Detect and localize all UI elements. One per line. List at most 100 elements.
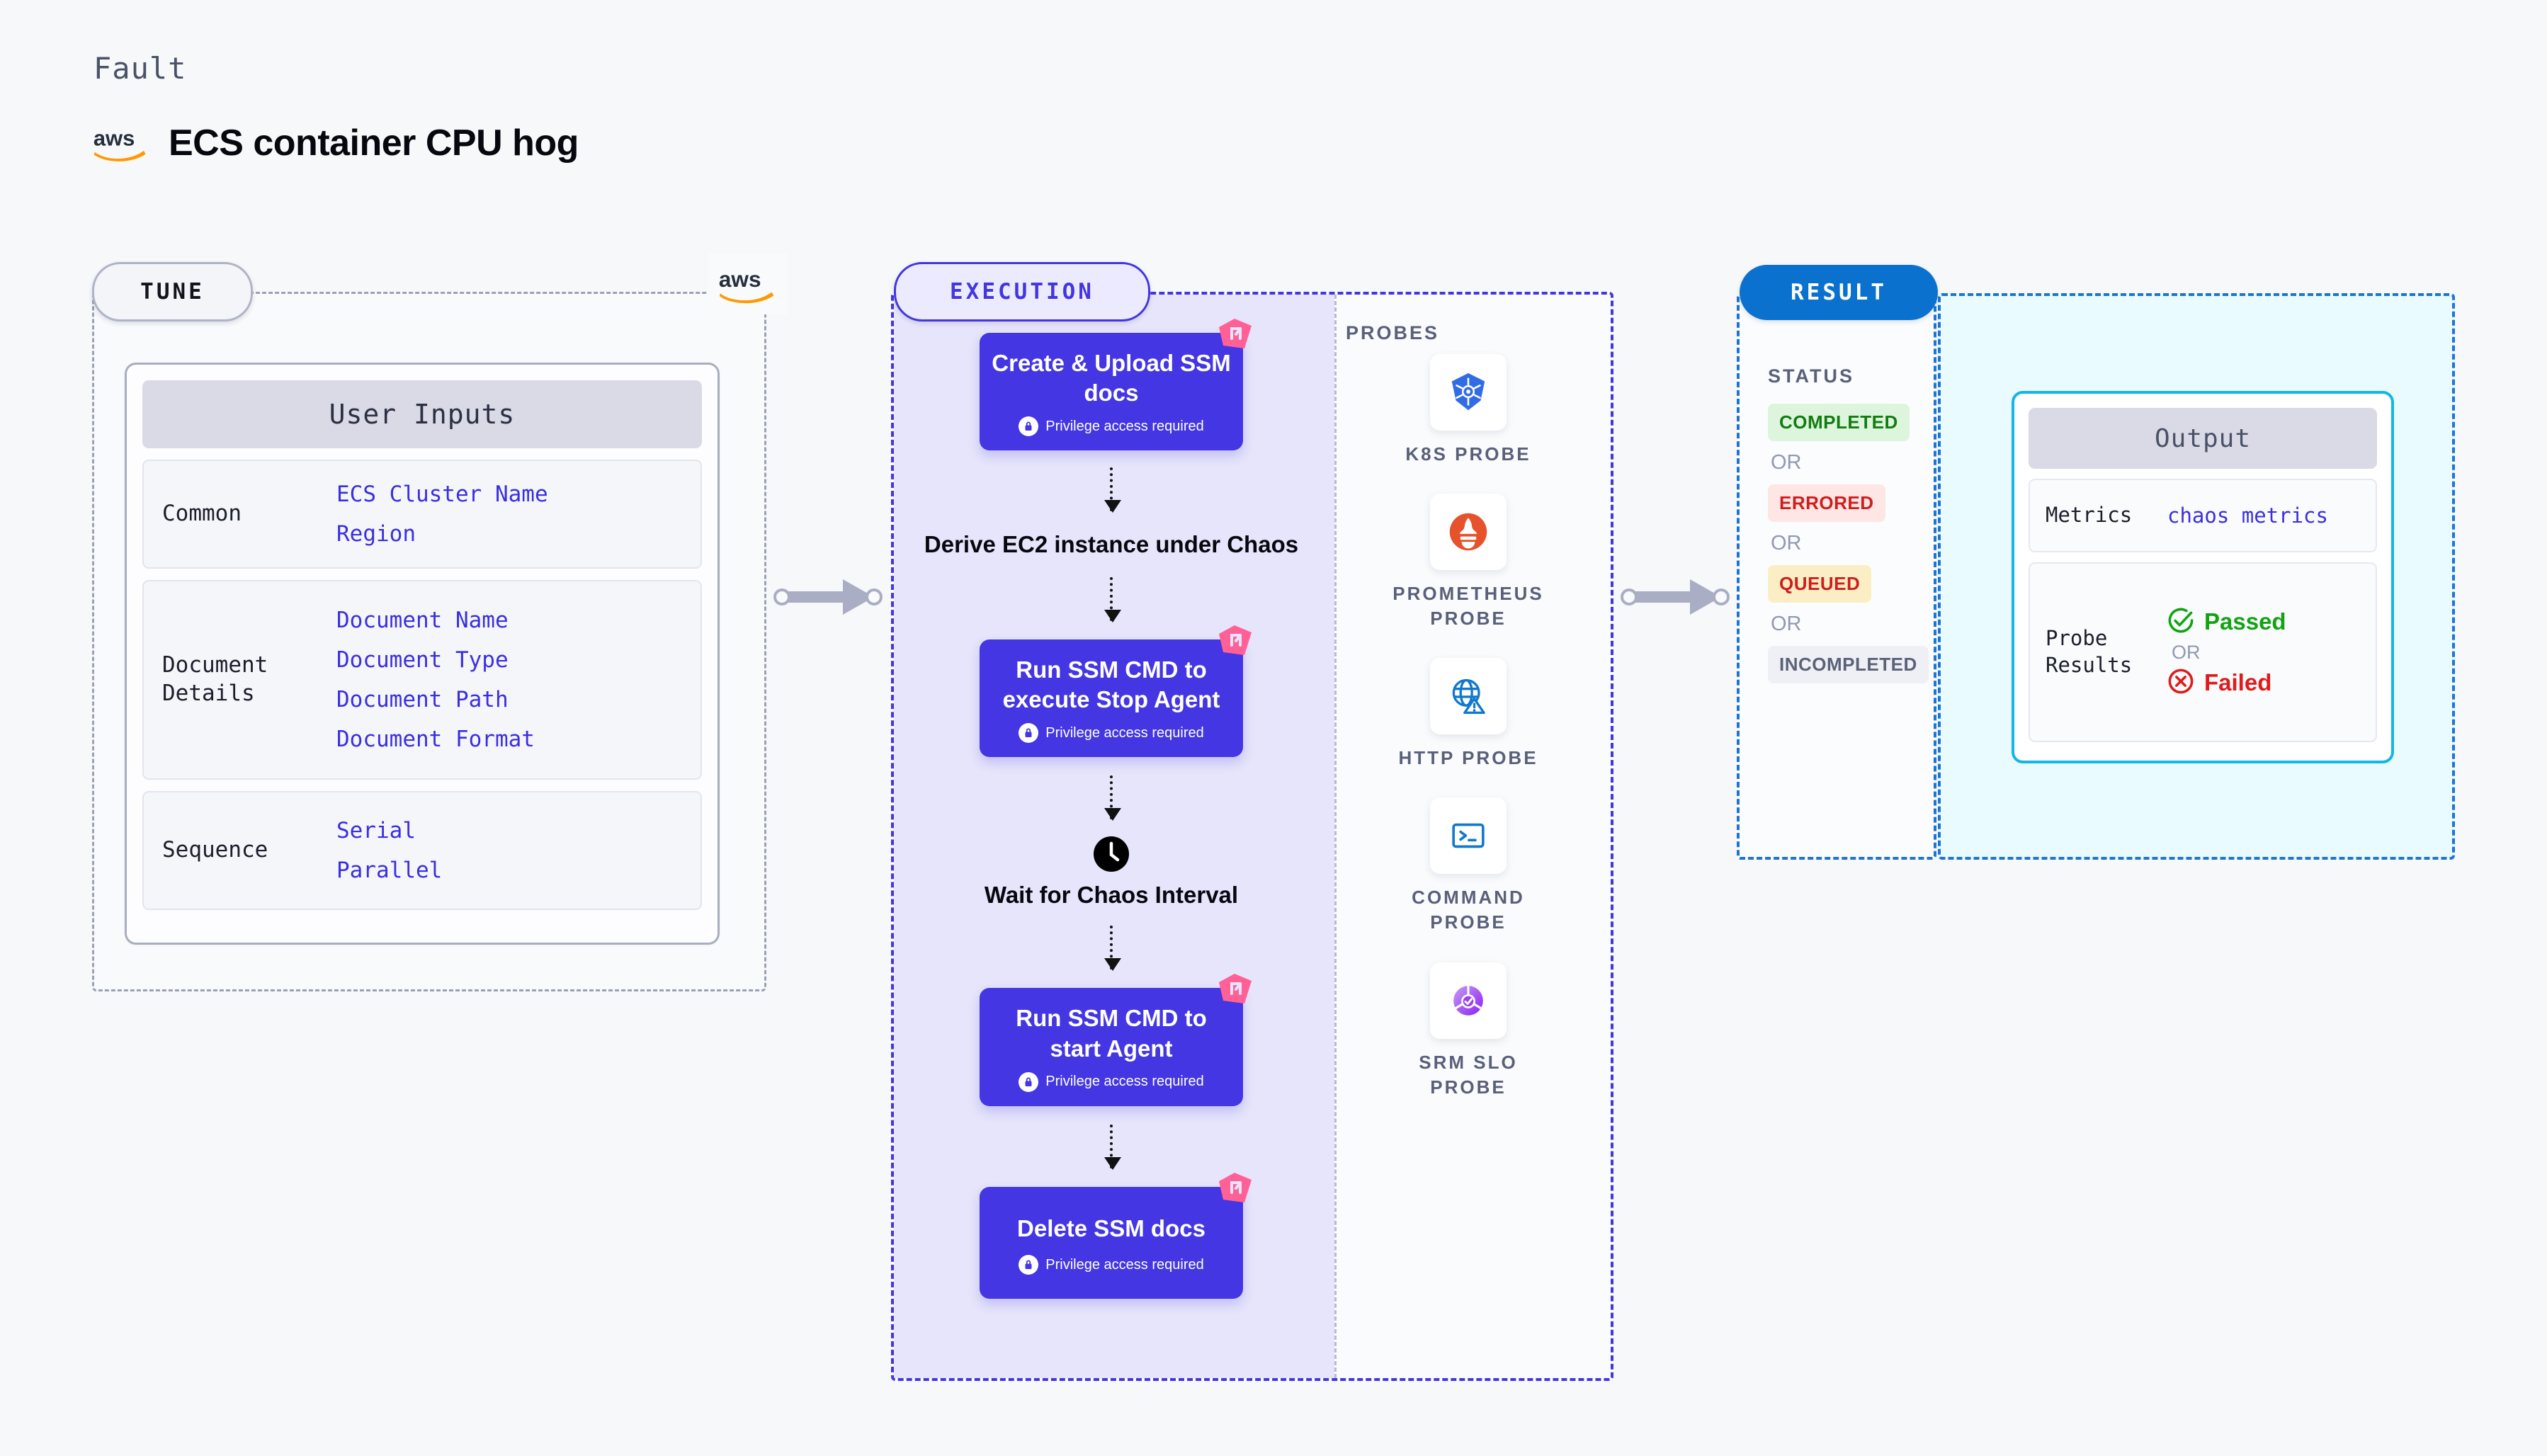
input-group-values: ECS Cluster Name Region xyxy=(336,482,548,547)
result-badge: RESULT xyxy=(1740,265,1938,320)
kubernetes-icon xyxy=(1429,354,1507,431)
connector-execution-to-result xyxy=(1621,579,1741,615)
probe-label: COMMAND PROBE xyxy=(1412,887,1525,933)
prometheus-icon xyxy=(1430,494,1507,571)
input-field-document-name[interactable]: Document Name xyxy=(336,608,509,633)
connector-tune-to-execution xyxy=(773,579,894,615)
flow-arrow xyxy=(1104,576,1121,622)
user-inputs-title: User Inputs xyxy=(142,380,702,448)
status-or-label: OR xyxy=(1771,532,1802,554)
input-field-region[interactable]: Region xyxy=(336,521,416,547)
step-title: Delete SSM docs xyxy=(1017,1215,1206,1241)
flow-arrow xyxy=(1104,775,1121,821)
status-badge-queued: QUEUED xyxy=(1768,565,1872,603)
output-metrics-value[interactable]: chaos metrics xyxy=(2167,504,2328,528)
execution-step-flow: Create & Upload SSM docs Privilege acces… xyxy=(919,319,1303,1299)
step-privilege-note: Privilege access required xyxy=(989,1255,1233,1275)
input-group-label: Sequence xyxy=(162,837,268,863)
probe-result-passed: Passed xyxy=(2167,607,2286,637)
cross-circle-icon xyxy=(2167,668,2194,698)
step-title: Wait for Chaos Interval xyxy=(984,882,1239,909)
probe-prometheus[interactable]: PROMETHEUS PROBE xyxy=(1390,494,1546,631)
svg-text:aws: aws xyxy=(93,126,135,151)
harness-flag-icon xyxy=(1216,972,1253,1008)
step-privilege-note: Privilege access required xyxy=(989,723,1233,744)
step-derive-ec2-instance: Derive EC2 instance under Chaos xyxy=(924,531,1299,558)
input-group-label: Document Details xyxy=(162,652,268,706)
probe-result-failed: Failed xyxy=(2167,668,2286,698)
probe-http[interactable]: HTTP PROBE xyxy=(1398,658,1538,770)
input-field-document-type[interactable]: Document Type xyxy=(336,647,509,673)
lock-icon xyxy=(1019,723,1039,744)
input-group-values: Document Name Document Type Document Pat… xyxy=(336,608,535,752)
input-group-label: Common xyxy=(162,501,242,527)
input-option-serial[interactable]: Serial xyxy=(336,818,416,843)
probe-result-failed-label: Failed xyxy=(2204,669,2272,695)
probe-srm-slo[interactable]: SRM SLO PROBE xyxy=(1390,962,1546,1100)
step-run-ssm-cmd-stop-agent[interactable]: Run SSM CMD to execute Stop Agent Privil… xyxy=(980,625,1252,758)
status-badge-incompleted: INCOMPLETED xyxy=(1768,646,1929,683)
slo-donut-icon xyxy=(1430,962,1507,1039)
input-field-document-path[interactable]: Document Path xyxy=(336,687,509,712)
step-wait-for-chaos-interval: Wait for Chaos Interval xyxy=(985,835,1238,910)
input-option-parallel[interactable]: Parallel xyxy=(336,858,443,883)
status-title: STATUS xyxy=(1768,365,1854,387)
page-title-row: aws ECS container CPU hog xyxy=(92,122,579,164)
probe-command[interactable]: COMMAND PROBE xyxy=(1390,797,1546,935)
aws-logo-icon: aws xyxy=(92,123,150,163)
probe-label: PROMETHEUS PROBE xyxy=(1392,583,1544,630)
input-group-sequence: Sequence Serial Parallel xyxy=(142,791,702,910)
step-title: Create & Upload SSM docs xyxy=(992,350,1231,406)
step-privilege-note: Privilege access required xyxy=(989,1071,1233,1092)
lock-icon xyxy=(1019,1071,1039,1092)
input-field-document-format[interactable]: Document Format xyxy=(336,727,535,752)
privilege-text: Privilege access required xyxy=(1045,724,1204,741)
output-card: Output Metrics chaos metrics Probe Resul… xyxy=(2012,391,2394,763)
page-title: ECS container CPU hog xyxy=(169,123,579,164)
probes-title: PROBES xyxy=(1346,322,1440,343)
flow-arrow xyxy=(1104,926,1121,972)
terminal-icon xyxy=(1430,797,1507,875)
input-group-document-details: Document Details Document Name Document … xyxy=(142,580,702,780)
privilege-text: Privilege access required xyxy=(1045,1256,1204,1273)
probe-label: K8S PROBE xyxy=(1405,443,1531,465)
tune-badge: TUNE xyxy=(92,262,253,322)
output-metrics-label: Metrics xyxy=(2046,503,2133,528)
harness-flag-icon xyxy=(1216,1171,1253,1207)
lock-icon xyxy=(1019,1255,1039,1275)
flow-arrow xyxy=(1104,1124,1121,1170)
harness-flag-icon xyxy=(1216,317,1253,353)
clock-icon xyxy=(1092,835,1130,873)
execution-badge: EXECUTION xyxy=(894,262,1150,322)
execution-probes-divider xyxy=(1334,295,1337,1378)
probe-result-options: Passed OR Failed xyxy=(2167,607,2286,698)
output-title: Output xyxy=(2029,408,2377,469)
step-title: Run SSM CMD to start Agent xyxy=(1016,1005,1207,1062)
probe-label: HTTP PROBE xyxy=(1398,747,1538,769)
check-circle-icon xyxy=(2167,607,2194,637)
globe-warning-icon xyxy=(1429,658,1507,735)
input-group-common: Common ECS Cluster Name Region xyxy=(142,460,702,569)
step-privilege-note: Privilege access required xyxy=(989,416,1233,437)
output-row-metrics: Metrics chaos metrics xyxy=(2029,479,2377,552)
step-create-upload-ssm-docs[interactable]: Create & Upload SSM docs Privilege acces… xyxy=(980,319,1252,451)
status-or-label: OR xyxy=(1771,451,1802,474)
probe-label: SRM SLO PROBE xyxy=(1419,1051,1518,1098)
flow-arrow xyxy=(1104,467,1121,513)
input-field-ecs-cluster-name[interactable]: ECS Cluster Name xyxy=(336,482,548,507)
step-run-ssm-cmd-start-agent[interactable]: Run SSM CMD to start Agent Privilege acc… xyxy=(980,974,1252,1106)
probes-list: K8S PROBE PROMETHEUS PROBE xyxy=(1346,354,1591,1100)
privilege-text: Privilege access required xyxy=(1045,418,1204,434)
harness-flag-icon xyxy=(1216,624,1253,659)
page-eyebrow: Fault xyxy=(93,51,187,86)
probe-result-passed-label: Passed xyxy=(2204,608,2286,635)
status-badge-completed: COMPLETED xyxy=(1768,404,1910,441)
svg-text:aws: aws xyxy=(719,266,761,292)
probe-k8s[interactable]: K8S PROBE xyxy=(1405,354,1531,467)
status-badge-errored: ERRORED xyxy=(1768,484,1885,522)
user-inputs-card: User Inputs Common ECS Cluster Name Regi… xyxy=(125,363,720,945)
step-delete-ssm-docs[interactable]: Delete SSM docs Privilege access require… xyxy=(980,1172,1252,1299)
probe-result-or-label: OR xyxy=(2172,641,2201,663)
status-list: COMPLETED OR ERRORED OR QUEUED OR INCOMP… xyxy=(1768,404,1929,683)
